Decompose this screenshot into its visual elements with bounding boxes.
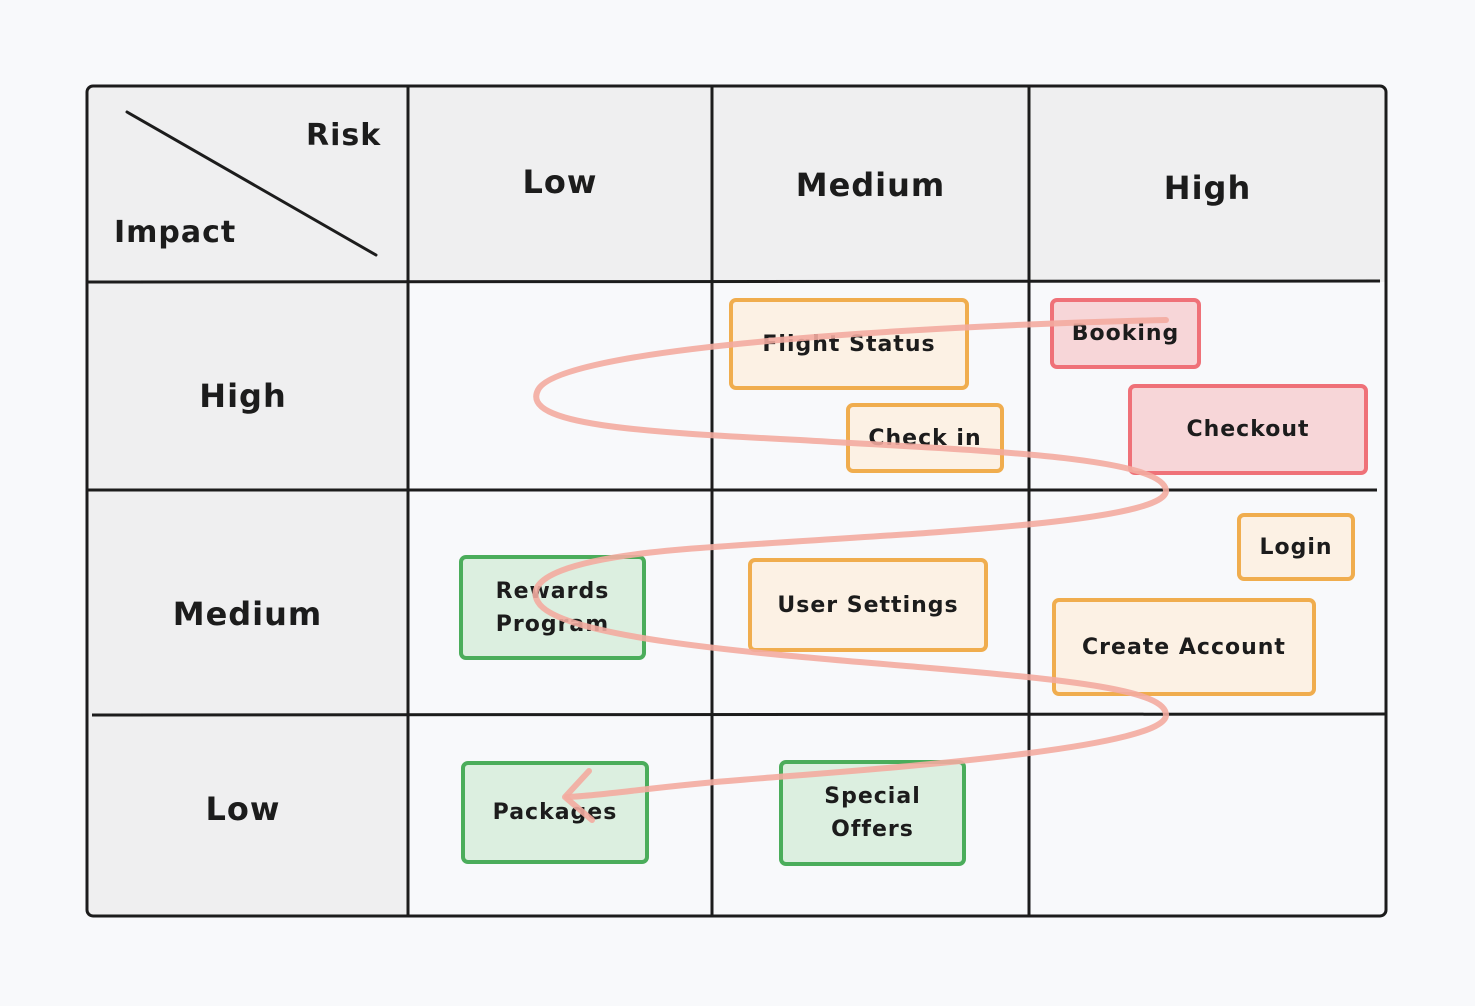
card-special-offers[interactable]: Special Offers — [779, 760, 966, 866]
row-label-low: Low — [205, 790, 281, 828]
row-label-medium: Medium — [172, 595, 323, 633]
col-label-low: Low — [522, 163, 598, 201]
corner-risk-label: Risk — [306, 118, 382, 153]
card-check-in[interactable]: Check in — [846, 403, 1004, 473]
card-user-settings[interactable]: User Settings — [748, 558, 988, 652]
row-label-high: High — [199, 377, 287, 415]
card-booking[interactable]: Booking — [1050, 298, 1201, 369]
corner-cell — [87, 86, 408, 282]
col-label-high: High — [1163, 169, 1252, 207]
card-checkout[interactable]: Checkout — [1128, 384, 1368, 475]
card-rewards-program[interactable]: Rewards Program — [459, 555, 646, 660]
card-create-account[interactable]: Create Account — [1052, 598, 1316, 696]
card-login[interactable]: Login — [1237, 513, 1355, 581]
corner-impact-label: Impact — [114, 215, 237, 250]
card-packages[interactable]: Packages — [461, 761, 649, 864]
card-flight-status[interactable]: Flight Status — [729, 298, 969, 390]
col-label-medium: Medium — [795, 166, 946, 204]
